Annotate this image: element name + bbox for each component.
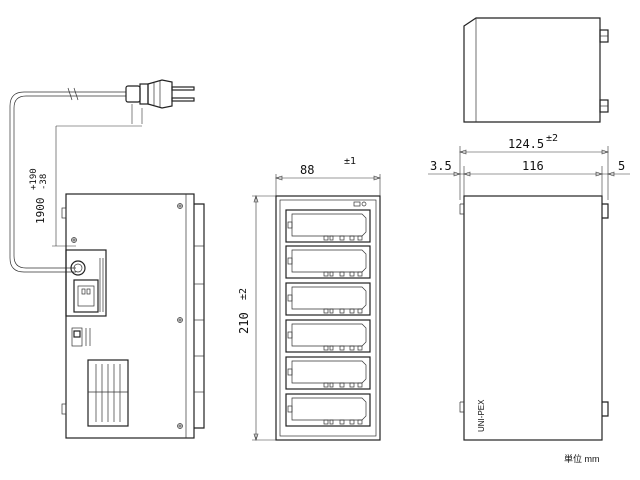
cord-tol-plus-label: +190 [29,168,39,190]
side-screws [71,203,183,429]
front-width-dimension: 88 ±1 [275,156,381,196]
cord-tol-minus-label: -38 [39,174,49,190]
indicator-led [353,201,367,207]
charging-slot-6 [285,393,371,427]
total-width-dimension: 124.5 ±2 [459,133,609,200]
body-width-label: 116 [522,159,544,173]
left-offset-label: 3.5 [430,159,452,173]
power-plug [125,79,195,109]
power-cord [9,87,126,273]
front-view: 88 ±1 210 ±2 [237,156,381,441]
charging-slot-5 [285,356,371,390]
charging-slot-1 [285,209,371,243]
power-panel [65,249,107,317]
height-label: 210 [237,312,251,334]
rating-label [87,359,129,427]
right-offset-label: 5 [618,159,625,173]
front-width-label: 88 [300,163,314,177]
height-tol-label: ±2 [238,288,249,300]
front-width-tol-label: ±1 [344,156,356,167]
height-dimension: 210 ±2 [237,195,276,441]
total-width-tol-label: ±2 [546,133,558,144]
side-view [61,193,205,439]
cord-dimension: 1900 +190 -38 [29,104,143,247]
charging-slot-4 [285,319,371,353]
unit-label: 単位 mm [564,453,600,464]
top-view [463,17,609,123]
side-switch [71,327,91,347]
rear-view: UNI-PEX [459,195,609,441]
cord-length-label: 1900 [34,198,47,225]
total-width-label: 124.5 [508,137,544,151]
charging-slot-2 [285,245,371,279]
brand-label: UNI-PEX [477,399,486,432]
body-width-dimension: 3.5 116 5 [428,159,630,196]
charging-slot-3 [285,282,371,316]
